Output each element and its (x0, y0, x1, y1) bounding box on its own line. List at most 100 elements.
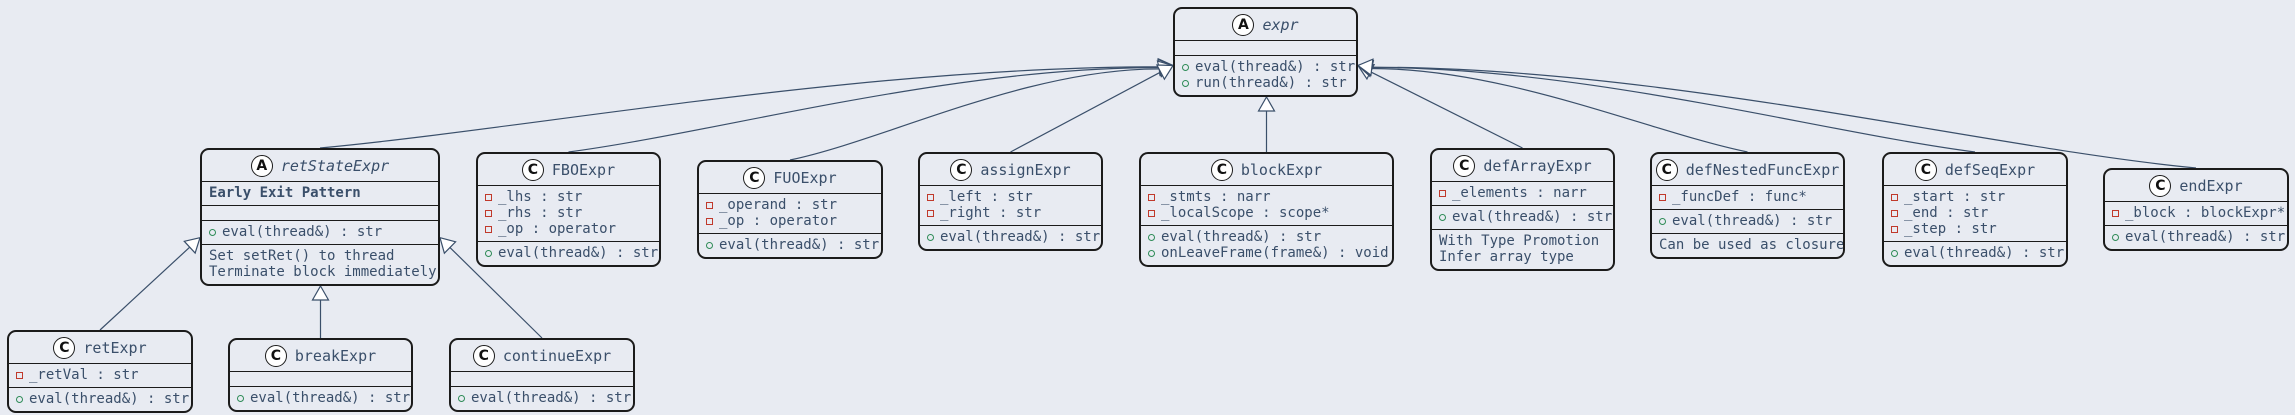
abstract-class-icon: A (250, 154, 273, 177)
class-note: Infer array type (1439, 249, 1574, 265)
class-field: _op : operator (706, 213, 874, 229)
member-text: eval(thread&) : str (1161, 229, 1322, 245)
inheritance-line-FUOExpr (789, 68, 1160, 161)
private-visibility-icon (485, 193, 492, 201)
class-methods-section: eval(thread&) : str (451, 386, 633, 410)
class-stereotype: Early Exit Pattern (202, 181, 438, 205)
inheritance-line-continueExpr (449, 247, 543, 339)
class-method: eval(thread&) : str (458, 390, 631, 406)
class-note: Can be used as closure (1659, 237, 1845, 253)
class-name: defArrayExpr (1483, 156, 1592, 175)
class-name: expr (1262, 15, 1299, 34)
public-visibility-icon (16, 395, 23, 403)
class-icon: C (2149, 174, 2172, 197)
class-methods-section: eval(thread&) : str (202, 220, 438, 244)
private-visibility-icon (1891, 225, 1898, 233)
private-visibility-icon (1439, 189, 1446, 197)
private-visibility-icon (485, 209, 492, 217)
member-text: eval(thread&) : str (719, 237, 880, 253)
class-fields-section: _operand : str_op : operator (699, 193, 881, 233)
member-text: _stmts : narr (1161, 189, 1271, 205)
class-icon: C (1453, 154, 1476, 177)
class-field: _retVal : str (16, 367, 184, 383)
class-fields-section (230, 371, 411, 386)
class-field: _op : operator (485, 221, 652, 237)
abstract-class-icon: A (1232, 13, 1255, 36)
generalization-arrowhead-icon (183, 236, 201, 255)
class-field: _lhs : str (485, 189, 652, 205)
class-field: _rhs : str (485, 205, 652, 221)
class-note: Set setRet() to thread (209, 248, 395, 264)
class-header: C FUOExpr (699, 162, 881, 193)
generalization-arrowhead-icon (439, 236, 457, 255)
class-method: eval(thread&) : str (1148, 229, 1385, 245)
member-text: eval(thread&) : str (250, 390, 411, 406)
member-text: _op : operator (719, 213, 838, 229)
class-box-FUOExpr[interactable]: C FUOExpr _operand : str_op : operator eval… (697, 160, 883, 259)
class-method: eval(thread&) : str (16, 391, 189, 407)
private-visibility-icon (927, 209, 934, 217)
class-fields-section: _start : str_end : str_step : str (1884, 185, 2066, 241)
class-method: eval(thread&) : str (2112, 229, 2285, 245)
class-name: endExpr (2179, 176, 2243, 195)
inheritance-line-defNestedFuncExpr (1371, 67, 1748, 153)
public-visibility-icon (1148, 233, 1155, 241)
generalization-arrowhead-icon (311, 284, 330, 301)
private-visibility-icon (706, 201, 713, 209)
member-text: _step : str (1904, 221, 1997, 237)
member-text: eval(thread&) : str (1672, 213, 1833, 229)
generalization-arrowhead-icon (1257, 95, 1276, 112)
member-text: _end : str (1904, 205, 1989, 221)
class-name: FUOExpr (773, 168, 837, 187)
private-visibility-icon (485, 225, 492, 233)
public-visibility-icon (2112, 233, 2119, 241)
class-icon: C (1655, 158, 1678, 181)
class-method: onLeaveFrame(frame&) : void (1148, 245, 1389, 261)
class-name: defSeqExpr (1944, 160, 2036, 179)
class-method: eval(thread&) : str (237, 390, 410, 406)
class-name: retExpr (83, 338, 147, 357)
member-text: eval(thread&) : str (1904, 245, 2065, 261)
class-icon: C (743, 166, 766, 189)
public-visibility-icon (706, 241, 713, 249)
class-name: blockExpr (1240, 160, 1323, 179)
class-methods-section: eval(thread&) : str (920, 225, 1101, 249)
class-methods-section: eval(thread&) : str (699, 233, 881, 257)
class-name: retStateExpr (280, 156, 390, 175)
class-fields-section (1175, 40, 1356, 55)
member-text: _rhs : str (498, 205, 583, 221)
inheritance-line-endExpr (1371, 66, 2197, 169)
class-note: Terminate block immediately (209, 264, 437, 280)
class-icon: C (472, 344, 495, 367)
class-method: eval(thread&) : str (1891, 245, 2064, 261)
class-name: FBOExpr (551, 160, 616, 179)
class-icon: C (950, 158, 973, 181)
inheritance-line-assignExpr (1010, 71, 1161, 153)
private-visibility-icon (927, 193, 934, 201)
member-text: run(thread&) : str (1195, 75, 1347, 91)
public-visibility-icon (209, 228, 216, 236)
class-method: run(thread&) : str (1182, 75, 1349, 91)
class-method: eval(thread&) : str (927, 229, 1100, 245)
